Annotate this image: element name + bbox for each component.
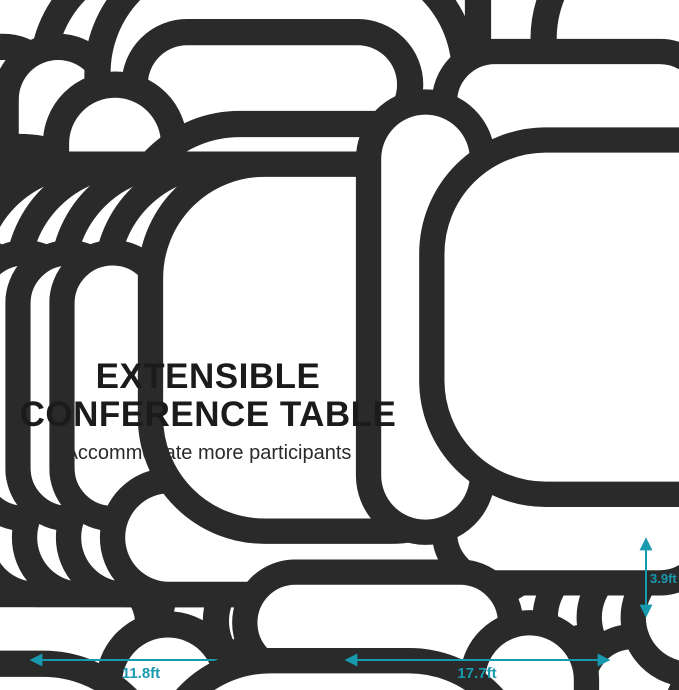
length-dimension-triple: 17.7ft [344,653,611,682]
page-title-line2: CONFERENCE TABLE [19,395,397,434]
title-block: EXTENSIBLE CONFERENCE TABLE Accommodate … [8,358,408,465]
depth-label-triple: 3.9ft [650,571,677,586]
length-dimension-double: 11.8ft [29,653,253,682]
length-label-double: 11.8ft [122,665,160,682]
chair-icon [369,51,679,582]
page-title-line1: EXTENSIBLE [95,357,321,396]
layout-triple: 3.9ft 17.7ft [0,51,679,690]
length-label-triple: 17.7ft [457,665,496,682]
depth-dimension-triple: 3.9ft [639,537,677,618]
page-subtitle: Accommodate more participants [64,442,352,464]
